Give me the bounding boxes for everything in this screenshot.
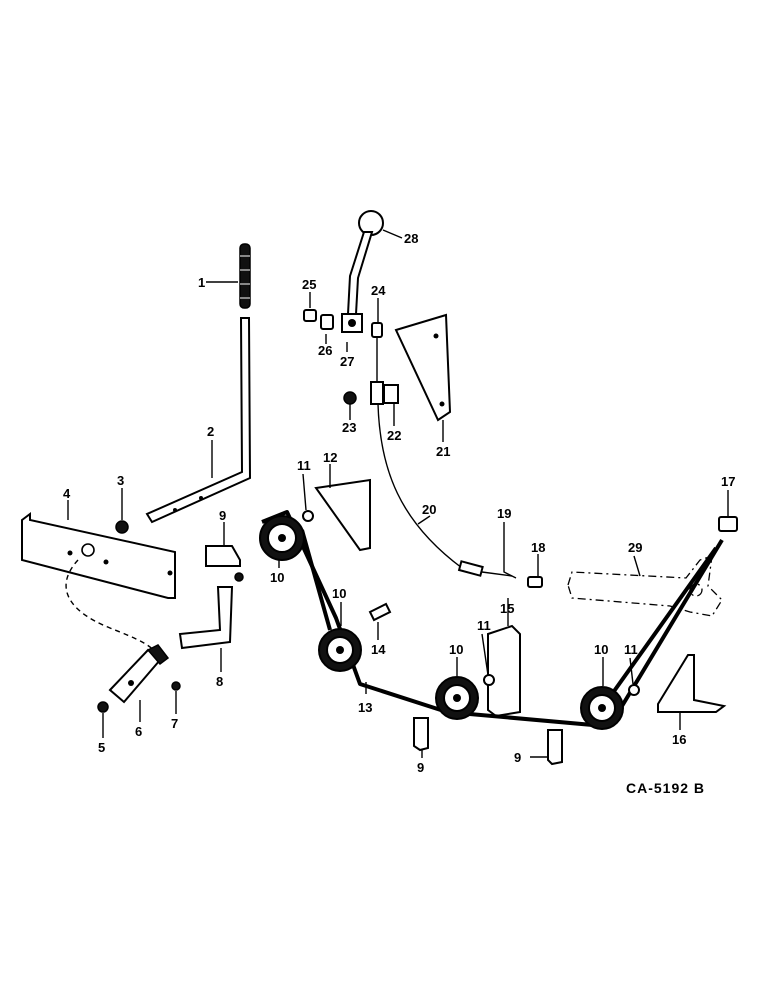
callout-10a: 10 bbox=[270, 570, 284, 585]
callout-29: 29 bbox=[628, 540, 642, 555]
part-14-shaft-pin bbox=[368, 602, 392, 622]
part-4-mounting-plate bbox=[21, 512, 176, 599]
callout-6: 6 bbox=[135, 724, 142, 739]
callout-15: 15 bbox=[500, 601, 514, 616]
callout-13: 13 bbox=[358, 700, 372, 715]
callout-4: 4 bbox=[63, 486, 71, 501]
part-10-pulley-b bbox=[318, 628, 362, 672]
callout-14: 14 bbox=[371, 642, 386, 657]
part-6-clevis bbox=[108, 644, 170, 704]
part-16-foot-bracket bbox=[657, 654, 727, 713]
part-11-bushings bbox=[302, 510, 640, 696]
callout-1: 1 bbox=[198, 275, 205, 290]
callout-24: 24 bbox=[371, 283, 386, 298]
part-12-triangular-bracket bbox=[314, 478, 371, 552]
part-10-pulley-c bbox=[435, 676, 479, 720]
part-3-nut bbox=[115, 520, 129, 534]
callout-19: 19 bbox=[497, 506, 511, 521]
callout-2: 2 bbox=[207, 424, 214, 439]
callout-5: 5 bbox=[98, 740, 105, 755]
callout-10b: 10 bbox=[332, 586, 346, 601]
part-7-washer bbox=[171, 681, 181, 691]
part-1-handle-grip bbox=[239, 243, 251, 309]
callout-7: 7 bbox=[171, 716, 178, 731]
part-15-upright-bracket bbox=[487, 624, 521, 718]
belt-return bbox=[300, 529, 332, 631]
callout-22: 22 bbox=[387, 428, 401, 443]
callout-11b: 11 bbox=[477, 618, 491, 633]
callout-16: 16 bbox=[672, 732, 686, 747]
callout-17: 17 bbox=[721, 474, 735, 489]
callout-11a: 11 bbox=[297, 458, 311, 473]
callout-labels: 1 2 3 4 5 6 7 8 9 9 9 10 10 10 10 11 11 … bbox=[63, 231, 735, 775]
callout-10c: 10 bbox=[449, 642, 463, 657]
part-23-screw bbox=[343, 391, 357, 405]
part-2-lever-rod bbox=[145, 317, 252, 524]
part-29-frame-phantom bbox=[567, 555, 723, 617]
callout-8: 8 bbox=[216, 674, 223, 689]
linkage-dashed-line bbox=[65, 559, 161, 659]
part-17-swivel bbox=[718, 516, 738, 532]
callout-23: 23 bbox=[342, 420, 356, 435]
callout-26: 26 bbox=[318, 343, 332, 358]
leader-lines bbox=[67, 229, 729, 758]
part-20-control-cable bbox=[370, 381, 513, 577]
part-8-bent-bracket bbox=[178, 586, 234, 650]
callout-9b: 9 bbox=[417, 760, 424, 775]
belt-return-2 bbox=[610, 546, 718, 696]
callout-11c: 11 bbox=[624, 642, 638, 657]
part-25-bushing bbox=[303, 309, 317, 322]
callout-20: 20 bbox=[422, 502, 436, 517]
callout-27: 27 bbox=[340, 354, 354, 369]
part-22-clip bbox=[383, 384, 399, 404]
part-10-pulley-a bbox=[259, 515, 305, 561]
callout-18: 18 bbox=[531, 540, 545, 555]
callout-3: 3 bbox=[117, 473, 124, 488]
part-24-cable-end bbox=[371, 322, 383, 382]
part-27-shift-lever bbox=[341, 231, 374, 333]
callout-9c: 9 bbox=[514, 750, 521, 765]
part-21-support-bracket bbox=[394, 313, 452, 422]
callout-25: 25 bbox=[302, 277, 316, 292]
part-19-hook bbox=[503, 552, 517, 579]
callout-10d: 10 bbox=[594, 642, 608, 657]
part-10-pulley-d bbox=[580, 686, 624, 730]
part-26-spacer bbox=[320, 314, 334, 330]
callout-9a: 9 bbox=[219, 508, 226, 523]
callout-28: 28 bbox=[404, 231, 418, 246]
callout-21: 21 bbox=[436, 444, 450, 459]
part-9-brackets bbox=[205, 545, 563, 766]
part-18-fitting bbox=[527, 576, 543, 588]
callout-12: 12 bbox=[323, 450, 337, 465]
diagram-code: CA-5192 B bbox=[626, 780, 705, 796]
part-5-pin bbox=[97, 701, 109, 713]
